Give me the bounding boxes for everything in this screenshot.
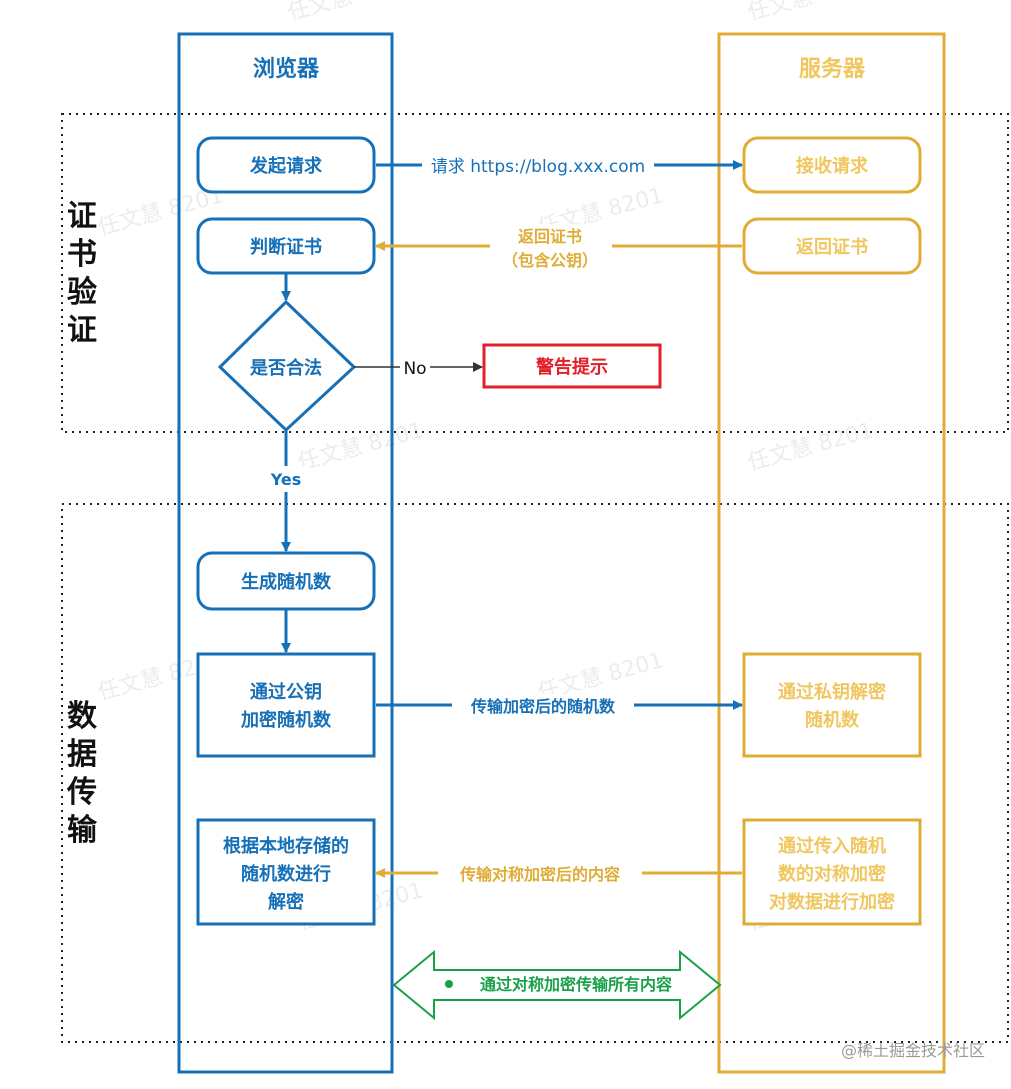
- private-decrypt-line1: 通过私钥解密: [778, 681, 886, 703]
- data-section-label: 数 据 传 输: [66, 699, 98, 848]
- private-decrypt-box: [742, 652, 922, 758]
- check-cert-box: [196, 217, 376, 275]
- request-label: 请求 https://blog.xxx.com: [431, 157, 645, 177]
- symmetric-all-label: 通过对称加密传输所有内容: [480, 975, 672, 994]
- encrypt-random-line2: 加密随机数: [240, 709, 332, 731]
- send-random-label-bg: [452, 694, 634, 718]
- server-lane: [717, 32, 946, 1074]
- svg-text:证: 证: [67, 313, 97, 348]
- cert-section-frame: [61, 113, 1009, 433]
- is-valid-text: 是否合法: [249, 357, 322, 379]
- symmetric-encrypt-line2: 数的对称加密: [778, 863, 886, 885]
- receive-request-text: 接收请求: [796, 155, 869, 177]
- decrypt-line2: 随机数进行: [241, 863, 331, 885]
- return-cert-text: 返回证书: [796, 237, 868, 258]
- svg-text:输: 输: [67, 813, 98, 848]
- browser-lane-title: 浏览器: [253, 56, 320, 82]
- encrypt-random-box: [196, 652, 376, 758]
- svg-text:验: 验: [67, 275, 97, 310]
- request-label-bg: [422, 153, 654, 179]
- symmetric-encrypt-box: [742, 818, 922, 926]
- return-cert-label-bg: [490, 224, 612, 274]
- send-request-text: 发起请求: [249, 155, 323, 177]
- symmetric-encrypt-line3: 对数据进行加密: [769, 891, 895, 913]
- send-request-box: [196, 136, 376, 194]
- return-cert-label-line2: （包含公钥）: [502, 251, 598, 270]
- yes-label-bg: [262, 466, 310, 492]
- encrypt-random-line1: 通过公钥: [250, 681, 322, 703]
- svg-text:任文慧 8201: 任文慧 8201: [285, 0, 416, 26]
- yes-label: Yes: [270, 470, 302, 489]
- svg-text:数: 数: [67, 699, 98, 734]
- return-cert-label-line1: 返回证书: [518, 227, 582, 246]
- browser-lane: [177, 32, 394, 1074]
- no-label-bg: [400, 356, 430, 378]
- svg-text:传: 传: [66, 775, 97, 810]
- svg-text:任文慧 8201: 任文慧 8201: [745, 418, 876, 476]
- warning-text: 警告提示: [536, 356, 608, 378]
- decrypt-box: [196, 818, 376, 926]
- symmetric-all-double-arrow: [392, 949, 722, 1021]
- check-cert-text: 判断证书: [250, 236, 322, 258]
- return-cert-box: [742, 217, 922, 275]
- symmetric-encrypt-line1: 通过传入随机: [778, 835, 886, 857]
- send-content-label-bg: [438, 862, 642, 886]
- svg-text:书: 书: [67, 237, 97, 272]
- warning-box: [482, 343, 662, 389]
- decrypt-line3: 解密: [268, 891, 304, 913]
- send-content-label: 传输对称加密后的内容: [459, 865, 620, 884]
- svg-text:任文慧 8201: 任文慧 8201: [295, 418, 426, 476]
- green-bullet: [445, 980, 453, 988]
- svg-text:据: 据: [67, 737, 97, 772]
- receive-request-box: [742, 136, 922, 194]
- decrypt-line1: 根据本地存储的: [223, 835, 349, 857]
- no-label: No: [403, 359, 426, 379]
- source-watermark: @稀土掘金技术社区: [841, 1041, 985, 1060]
- private-decrypt-line2: 随机数: [805, 709, 860, 731]
- svg-text:证: 证: [67, 199, 97, 234]
- send-random-label: 传输加密后的随机数: [470, 697, 616, 716]
- gen-random-text: 生成随机数: [241, 571, 332, 593]
- server-lane-title: 服务器: [799, 57, 866, 82]
- svg-text:任文慧 8201: 任文慧 8201: [745, 0, 876, 26]
- cert-section-label: 证 书 验 证: [67, 199, 97, 348]
